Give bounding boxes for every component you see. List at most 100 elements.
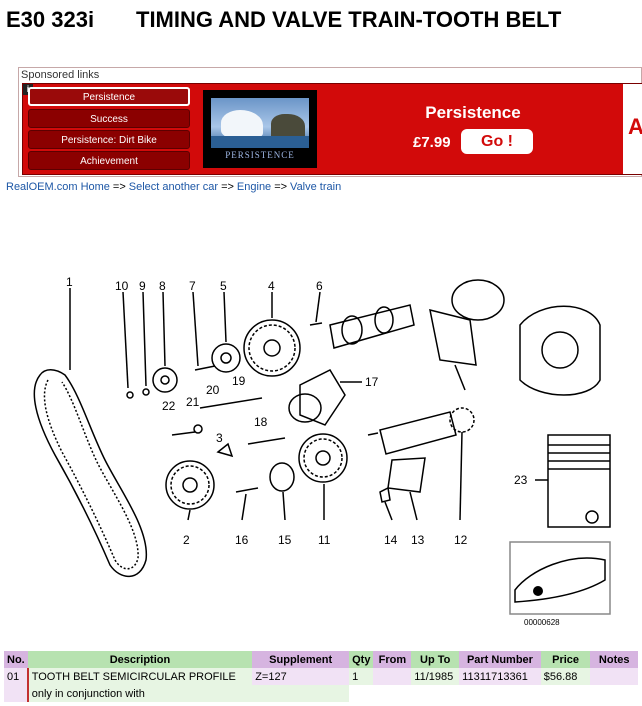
washer-9: [142, 388, 150, 396]
callout-1[interactable]: 1: [66, 275, 73, 289]
ad-next-letter: A: [628, 114, 642, 139]
pin-19: [367, 432, 379, 436]
ad-link-success[interactable]: Success: [28, 109, 190, 128]
breadcrumb-home-link[interactable]: RealOEM.com Home: [6, 181, 110, 193]
cell-no-extra: [4, 685, 28, 702]
intermediate-gear: [449, 407, 475, 433]
bracket-plate-13: [387, 457, 426, 493]
callout-21[interactable]: 21: [186, 395, 200, 409]
breadcrumb-valve-train-link[interactable]: Valve train: [290, 181, 342, 193]
model-title: E30 323i: [6, 7, 95, 32]
callout-14[interactable]: 14: [384, 533, 398, 547]
poster-rock: [271, 114, 305, 138]
callout-9[interactable]: 9: [139, 279, 146, 293]
callout-15[interactable]: 15: [278, 533, 292, 547]
callout-17[interactable]: 17: [365, 375, 379, 389]
cell-part-number[interactable]: 11311713361: [459, 668, 541, 685]
cell-description-extra: only in conjunction with: [26, 685, 350, 702]
table-row-extra: only in conjunction with: [4, 685, 638, 702]
col-price: Price: [540, 651, 591, 668]
col-qty: Qty: [349, 651, 374, 668]
callout-2[interactable]: 2: [183, 533, 190, 547]
table-row[interactable]: 01 TOOTH BELT SEMICIRCULAR PROFILE Z=127…: [4, 668, 638, 685]
sprocket-11-teeth: [303, 438, 343, 478]
cam-lobe-2: [374, 306, 394, 334]
info-card: [547, 434, 611, 528]
cell-notes: [590, 668, 638, 685]
breadcrumb-select-car-link[interactable]: Select another car: [128, 181, 219, 193]
crankshaft-flange: [541, 331, 579, 369]
breadcrumb-separator: =>: [221, 181, 234, 193]
crank-sprocket: [165, 460, 215, 510]
leader-9: [142, 291, 147, 387]
cell-extra-blank: [349, 685, 638, 702]
car-silhouette: [514, 557, 606, 603]
sprocket-11: [298, 433, 348, 483]
cell-no: 01: [4, 668, 28, 685]
cam-lobe-1: [341, 315, 363, 345]
ad-link-dirt-bike[interactable]: Persistence: Dirt Bike: [28, 130, 190, 149]
ad-banner[interactable]: i Persistence Success Persistence: Dirt …: [22, 83, 642, 175]
distributor-cap: [451, 279, 505, 321]
callout-11[interactable]: 11: [318, 533, 331, 547]
ad-next-panel[interactable]: A: [623, 84, 642, 174]
tensioner-bracket: [299, 369, 346, 426]
callout-3[interactable]: 3: [216, 431, 223, 445]
hub-8: [152, 367, 178, 393]
callout-23[interactable]: 23: [514, 473, 528, 487]
crank-sprocket-teeth: [170, 465, 210, 505]
callout-8[interactable]: 8: [159, 279, 166, 293]
bolt-18: [247, 437, 286, 445]
callout-10[interactable]: 10: [115, 279, 129, 293]
col-description: Description: [27, 651, 253, 668]
washer-21: [193, 424, 203, 434]
callout-18[interactable]: 18: [254, 415, 268, 429]
info-card-lines: [548, 444, 610, 470]
callout-19[interactable]: 19: [232, 374, 246, 388]
parts-diagram-svg: 1 10 9 8 7 5 4 6 19 20 21 22 17 3 18 2 1…: [33, 275, 611, 627]
callout-4[interactable]: 4: [268, 279, 275, 293]
page-title: E30 323i TIMING AND VALVE TRAIN-TOOTH BEL…: [6, 6, 636, 33]
leader-2: [187, 509, 191, 521]
distributor-shaft: [454, 364, 466, 391]
leader-6: [315, 291, 321, 323]
callout-12[interactable]: 12: [454, 533, 468, 547]
bolt-16: [235, 487, 259, 493]
ad-link-persistence[interactable]: Persistence: [28, 87, 190, 106]
callout-20[interactable]: 20: [206, 383, 220, 397]
ad-headline[interactable]: Persistence: [425, 103, 521, 122]
car-thumbnail-frame: [509, 541, 611, 615]
leader-14: [384, 501, 393, 521]
diagram-image-code: 00000628: [524, 618, 560, 627]
leader-12: [459, 431, 463, 521]
ad-link-achievement[interactable]: Achievement: [28, 151, 190, 170]
crankshaft: [519, 305, 601, 396]
sponsored-label: Sponsored links: [21, 69, 100, 81]
ad-poster-image[interactable]: PERSISTENCE: [203, 90, 317, 168]
cell-from: [373, 668, 412, 685]
leader-16: [241, 493, 247, 521]
parts-table: No. Description Supplement Qty From Up T…: [4, 651, 638, 702]
col-no: No.: [4, 651, 28, 668]
breadcrumb-separator: =>: [112, 181, 126, 193]
callout-22[interactable]: 22: [162, 399, 176, 413]
callout-7[interactable]: 7: [189, 279, 196, 293]
callout-6[interactable]: 6: [316, 279, 323, 293]
camshaft-sprocket-hub: [263, 339, 281, 357]
section-title: TIMING AND VALVE TRAIN-TOOTH BELT: [136, 7, 562, 32]
leader-5: [223, 291, 227, 343]
parts-diagram[interactable]: 1 10 9 8 7 5 4 6 19 20 21 22 17 3 18 2 1…: [0, 230, 642, 645]
bolt-22: [171, 431, 196, 436]
poster-water: [211, 136, 309, 148]
poster-wave: [221, 110, 263, 138]
belt-teeth: [43, 379, 139, 570]
col-supplement: Supplement: [252, 651, 350, 668]
breadcrumb-engine-link[interactable]: Engine: [236, 181, 272, 193]
callout-13[interactable]: 13: [411, 533, 425, 547]
cell-price: $56.88: [540, 668, 591, 685]
parts-table-header: No. Description Supplement Qty From Up T…: [4, 651, 638, 668]
ad-go-button[interactable]: Go !: [461, 129, 533, 154]
cell-description: TOOTH BELT SEMICIRCULAR PROFILE: [26, 668, 253, 685]
callout-5[interactable]: 5: [220, 279, 227, 293]
callout-16[interactable]: 16: [235, 533, 249, 547]
